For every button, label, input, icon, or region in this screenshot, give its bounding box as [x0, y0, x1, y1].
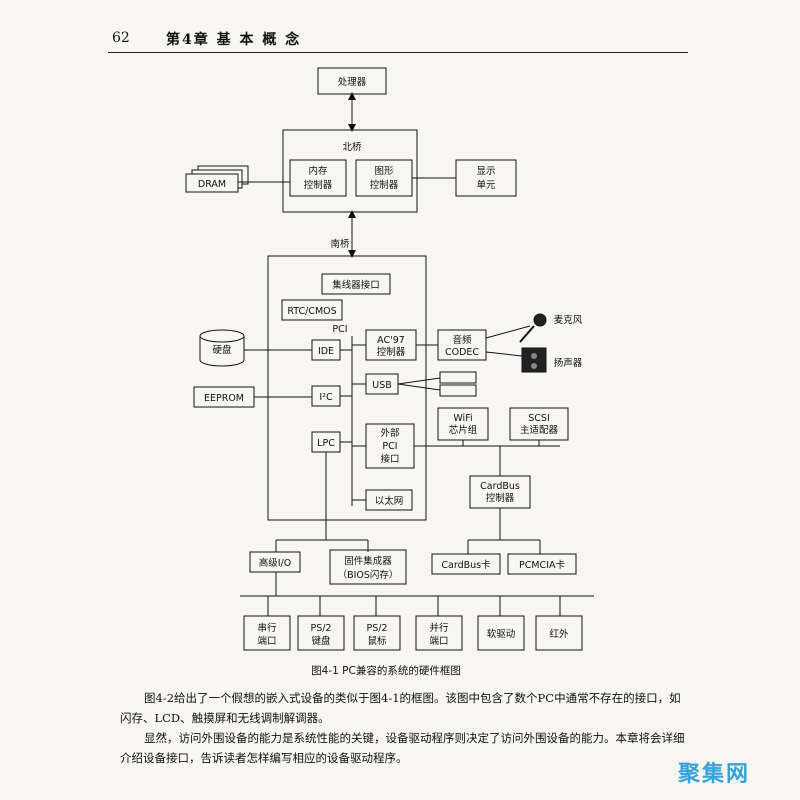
figure-caption: 图4-1 PC兼容的系统的硬件框图 — [311, 664, 461, 677]
infrared-box — [535, 615, 583, 651]
label-ext-pci-2: PCI — [382, 441, 397, 452]
label-ps2-mouse-2: 鼠标 — [367, 635, 387, 647]
label-super-io: 高级I/O — [259, 557, 291, 569]
body-paragraph-2: 显然，访问外围设备的能力是系统性能的关键，设备驱动程序则决定了访问外围设备的能力… — [120, 731, 685, 765]
body-paragraph-1: 图4-2给出了一个假想的嵌入式设备的类似于图4-1的框图。该图中包含了数个PC中… — [120, 691, 681, 725]
ps2-keyboard-box — [297, 615, 345, 651]
pcmcia-card-box — [507, 553, 577, 575]
label-lpc: LPC — [317, 438, 335, 449]
label-eeprom: EEPROM — [204, 393, 244, 404]
page-number: 62 — [112, 30, 130, 46]
label-wifi-1: WiFi — [453, 413, 472, 424]
ps2-mouse-box — [353, 615, 401, 651]
label-scsi-1: SCSI — [528, 413, 550, 424]
label-ethernet: 以太网 — [375, 495, 404, 507]
label-codec-2: CODEC — [445, 347, 479, 358]
hardware-block-diagram: 处理器 北桥 内存 控制器 图形 控制器 显示 单元 DRAM 南桥 集线器接口… — [185, 67, 594, 677]
label-pci: PCI — [332, 324, 347, 335]
label-rtc: RTC/CMOS — [287, 306, 336, 317]
label-firmware-1: 固件集成器 — [344, 555, 392, 567]
south-bridge-box — [267, 255, 427, 521]
label-cardbus-ctrl-2: 控制器 — [486, 492, 515, 504]
label-ps2-kbd-1: PS/2 — [310, 623, 331, 634]
hub-interface-box — [321, 273, 391, 295]
label-infrared: 红外 — [549, 628, 569, 640]
label-ps2-kbd-2: 键盘 — [311, 635, 331, 647]
label-gfx-ctrl-2: 控制器 — [370, 179, 399, 191]
label-speaker: 扬声器 — [554, 357, 583, 369]
label-firmware-2: （BIOS闪存） — [338, 569, 399, 581]
label-serial-1: 串行 — [257, 622, 277, 634]
label-gfx-ctrl-1: 图形 — [374, 165, 394, 177]
label-ext-pci-1: 外部 — [380, 427, 399, 439]
label-ext-pci-3: 接口 — [380, 453, 399, 465]
watermark-logo: 聚集网 — [677, 762, 750, 787]
label-hub: 集线器接口 — [332, 279, 380, 291]
label-i2c: I²C — [319, 392, 333, 403]
label-codec-1: 音频 — [452, 334, 472, 346]
label-cardbus-ctrl-1: CardBus — [480, 481, 520, 492]
chapter-title: 第4章 基 本 概 念 — [166, 32, 302, 48]
label-dram: DRAM — [198, 179, 226, 190]
label-ac97-1: AC'97 — [377, 335, 405, 346]
parallel-port-box — [415, 615, 463, 651]
label-processor: 处理器 — [338, 76, 367, 88]
label-mem-ctrl-2: 控制器 — [304, 179, 333, 191]
label-ac97-2: 控制器 — [377, 346, 406, 358]
label-ide: IDE — [318, 346, 334, 357]
floppy-box — [477, 615, 525, 651]
label-disk: 硬盘 — [212, 344, 232, 356]
memory-controller-box — [289, 159, 347, 197]
label-parallel-2: 端口 — [429, 635, 448, 647]
label-south-bridge: 南桥 — [330, 238, 350, 250]
super-io-box — [249, 551, 301, 573]
firmware-hub-box — [329, 549, 407, 585]
label-serial-2: 端口 — [257, 635, 276, 647]
label-mic: 麦克风 — [554, 314, 583, 326]
label-ps2-mouse-1: PS/2 — [366, 623, 387, 634]
dram-box — [185, 173, 239, 193]
label-parallel-1: 并行 — [429, 622, 449, 634]
label-mem-ctrl-1: 内存 — [308, 165, 328, 177]
label-wifi-2: 芯片组 — [449, 424, 478, 436]
label-pcmcia-card: PCMCIA卡 — [519, 559, 565, 571]
label-north-bridge: 北桥 — [342, 141, 362, 153]
label-usb: USB — [372, 380, 392, 391]
serial-port-box — [243, 615, 291, 651]
cardbus-card-box — [431, 553, 501, 575]
label-floppy: 软驱动 — [487, 628, 516, 640]
label-cardbus-card: CardBus卡 — [441, 559, 491, 571]
label-display-1: 显示 — [476, 166, 495, 177]
label-scsi-2: 主适配器 — [520, 424, 559, 436]
page-header: 62 第4章 基 本 概 念 — [108, 26, 688, 53]
label-display-2: 单元 — [476, 179, 496, 191]
rtc-cmos-box — [281, 299, 343, 321]
